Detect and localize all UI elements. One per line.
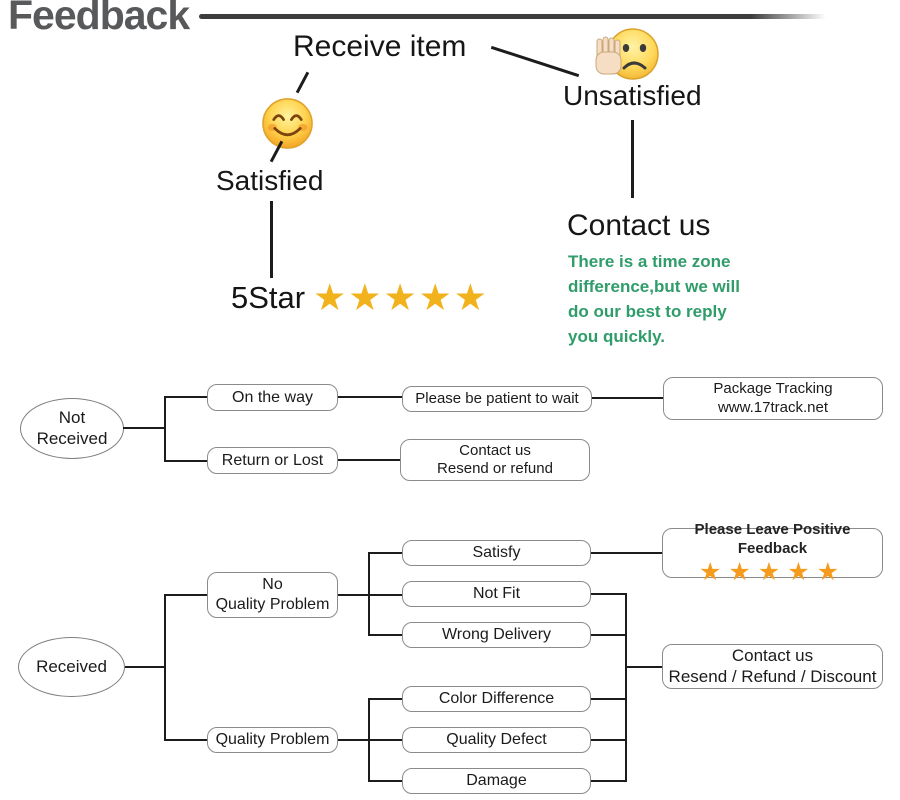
connector-line (370, 698, 402, 700)
node-positive-feedback: Please Leave Positive Feedback ★★★★★ (662, 521, 883, 584)
smiling-emoji-icon (261, 97, 314, 155)
node-label: Contact us (731, 645, 814, 665)
connector-line (627, 666, 663, 668)
node-label: Resend / Refund / Discount (668, 666, 877, 686)
timezone-note-line: you quickly. (568, 327, 665, 346)
satisfied-label: Satisfied (216, 165, 324, 196)
sad-hand-emoji-icon (593, 26, 659, 88)
connector-line (368, 552, 370, 636)
node-label: Received (36, 656, 107, 676)
connector-line (338, 594, 402, 596)
node-label: Damage (466, 772, 527, 790)
node-satisfy: Satisfy (402, 540, 591, 566)
feedback-stars: ★★★★★ (698, 557, 847, 586)
node-not-received: Not Received (20, 398, 124, 459)
node-label: Color Difference (438, 690, 555, 708)
contact-us-label: Contact us (567, 209, 711, 242)
node-label: No (262, 576, 283, 594)
node-quality-defect: Quality Defect (402, 727, 591, 753)
timezone-note-line: do our best to reply (568, 302, 727, 321)
receive-item-label: Receive item (293, 30, 467, 63)
node-label: Resend or refund (437, 460, 553, 477)
connector-line (370, 552, 402, 554)
five-star-label: 5Star (231, 279, 306, 315)
connector-line (166, 396, 207, 398)
node-label: Not Fit (472, 585, 521, 603)
connector-line (166, 460, 207, 462)
connector-line (591, 634, 626, 636)
node-color-difference: Color Difference (402, 686, 591, 712)
five-star-stars: ★★★★★ (313, 277, 489, 318)
node-label: Quality Defect (446, 731, 547, 749)
connector-line (490, 45, 580, 78)
node-label: Return or Lost (221, 451, 324, 469)
connector-line (164, 396, 166, 462)
node-label: Please be patient to wait (415, 389, 579, 407)
node-not-fit: Not Fit (402, 581, 591, 607)
timezone-note-line: difference,but we will (568, 277, 740, 296)
unsatisfied-label: Unsatisfied (563, 80, 702, 111)
connector-line (125, 666, 165, 668)
node-label: Please Leave Positive Feedback (694, 521, 851, 557)
node-label: Wrong Delivery (441, 626, 552, 644)
node-label: On the way (232, 388, 313, 406)
node-label: Satisfy (472, 544, 521, 562)
connector-line (123, 427, 165, 429)
node-label: Received (36, 428, 108, 448)
node-return-or-lost: Return or Lost (207, 447, 338, 474)
connector-line (270, 201, 273, 278)
node-contact-options: Contact us Resend / Refund / Discount (662, 644, 883, 689)
connector-line (631, 120, 634, 198)
node-label: Not (58, 408, 86, 428)
connector-line (591, 739, 626, 741)
title-rule (199, 14, 826, 19)
node-label: Quality Problem (215, 596, 330, 613)
connector-line (295, 71, 310, 94)
connector-line (625, 593, 627, 782)
node-label: Quality Problem (215, 731, 330, 749)
connector-line (591, 698, 626, 700)
connector-line (338, 739, 402, 741)
page-title: Feedback (8, 0, 190, 38)
timezone-note: There is a time zone difference,but we w… (568, 249, 740, 349)
connector-line (164, 594, 166, 741)
node-label: Package Tracking (713, 380, 833, 398)
five-star-row: 5Star ★★★★★ (231, 279, 489, 316)
connector-line (370, 780, 402, 782)
node-damage: Damage (402, 768, 591, 794)
timezone-note-line: There is a time zone (568, 252, 731, 271)
connector-line (368, 698, 370, 782)
connector-line (338, 396, 402, 398)
connector-line (370, 634, 402, 636)
connector-line (591, 780, 626, 782)
node-on-the-way: On the way (207, 384, 338, 411)
node-label: Contact us (459, 441, 531, 459)
node-wrong-delivery: Wrong Delivery (402, 622, 591, 648)
connector-line (592, 397, 663, 399)
connector-line (166, 594, 207, 596)
node-quality-problem: Quality Problem (207, 727, 338, 753)
connector-line (166, 739, 207, 741)
connector-line (591, 552, 662, 554)
connector-line (338, 459, 400, 461)
node-be-patient: Please be patient to wait (402, 386, 592, 412)
tracking-url: www.17track.net (717, 398, 829, 416)
node-contact-resend: Contact us Resend or refund (400, 439, 590, 481)
node-no-quality-problem: No Quality Problem (207, 572, 338, 618)
node-received: Received (18, 637, 125, 697)
connector-line (591, 593, 626, 595)
node-package-tracking: Package Tracking www.17track.net (663, 377, 883, 420)
